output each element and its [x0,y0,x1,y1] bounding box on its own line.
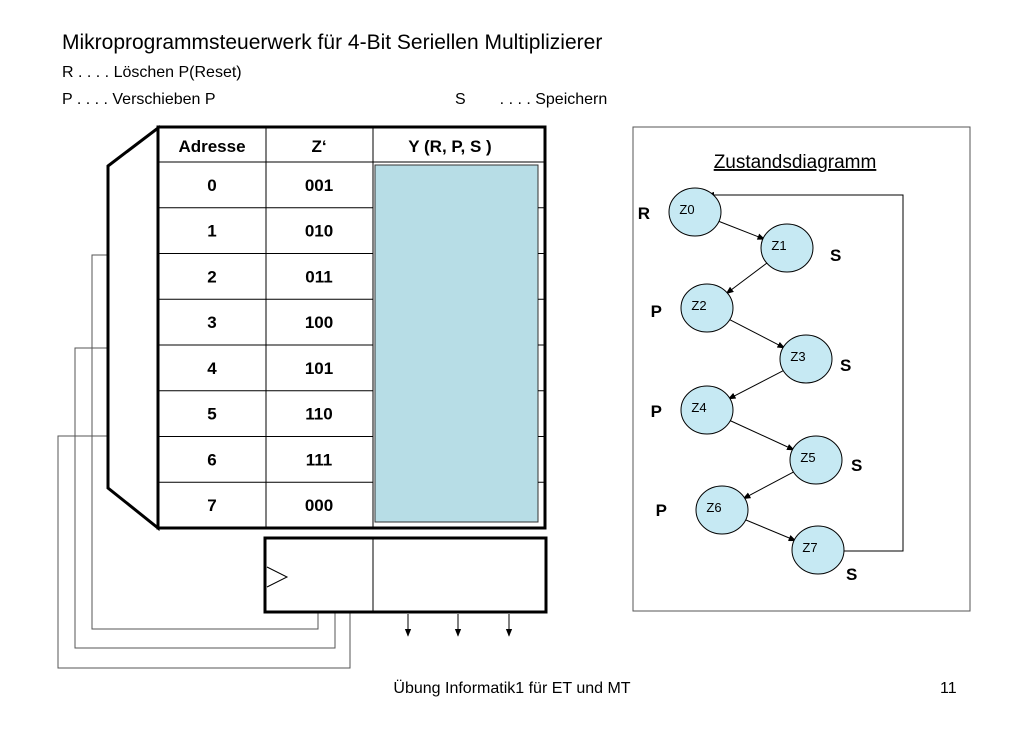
state-label: Z1 [771,238,786,253]
state-output-label: S [840,356,851,375]
transition-z4-z5 [728,419,795,451]
cell-next-state: 110 [305,405,332,424]
transition-z1-z2 [725,261,769,295]
state-circle [791,525,845,575]
table-row: 4 101 [207,359,333,378]
transition-z5-z6 [742,470,796,500]
output-arrows [404,614,513,637]
state-node: Z7S [791,525,857,584]
table-row: 1 010 [207,222,333,241]
state-circle [760,223,814,273]
state-label: Z2 [691,298,706,313]
state-node: Z4 P [651,385,734,435]
feedback-wire-3 [57,435,351,669]
state-output-label: P [651,302,662,321]
state-node: Z1S [760,223,841,273]
state-node: Z3 S [779,334,851,384]
table-row: 3 100 [207,313,333,332]
feedback-wire-2 [74,347,336,649]
cell-adresse: 4 [207,359,217,378]
feedback-wire-1 [91,254,319,630]
state-node: Z6 P [656,485,749,535]
transition-z2-z3 [728,318,786,349]
cell-next-state: 000 [305,496,333,515]
state-circle [779,334,833,384]
state-circle [680,385,734,435]
header-y-output: Y (R, P, S ) [408,137,491,156]
state-circle [695,485,749,535]
page-number: 11 [940,680,957,697]
state-output-label: S [851,456,862,475]
transition-z0-z1 [717,220,766,240]
legend-store-key: S [455,91,466,108]
cell-adresse: 2 [207,267,216,286]
legend-store-text: . . . . Speichern [499,91,608,108]
state-register [263,536,548,614]
state-diagram-title: Zustandsdiagramm [714,152,877,173]
cell-next-state: 010 [305,222,333,241]
state-label: Z0 [679,202,694,217]
state-output-label: P [651,402,662,421]
table-row: 6 111 [207,450,332,469]
state-label: Z7 [802,540,817,555]
register-box [263,536,548,614]
footer-text: Übung Informatik1 für ET und MT [393,680,631,697]
feedback-wires [57,254,351,669]
table-row: 5 110 [207,405,332,424]
legend-store: S . . . . Speichern [455,91,607,109]
cell-next-state: 011 [305,267,332,286]
state-node: Z2 P [651,283,734,333]
legend-shift: P . . . . Verschieben P [62,91,216,108]
page-title: Mikroprogrammsteuerwerk für 4-Bit Seriel… [62,31,603,54]
address-decoder [106,124,160,532]
state-circle [789,435,843,485]
cell-adresse: 0 [207,176,216,195]
transition-z3-z4 [727,369,785,400]
state-output-label: R [638,204,650,223]
legend-reset: R . . . . Löschen P(Reset) [62,64,242,81]
transition-z7-z0 [706,191,904,552]
state-node: Z5 S [789,435,862,485]
cell-adresse: 7 [207,496,216,515]
cell-next-state: 001 [305,176,333,195]
cell-next-state: 100 [305,313,333,332]
state-label: Z5 [800,450,815,465]
state-label: Z3 [790,349,805,364]
header-next-state: Z‘ [311,137,326,156]
state-output-label: S [846,565,857,584]
state-label: Z4 [691,400,706,415]
cell-adresse: 6 [207,450,216,469]
clock-input-icon [266,566,289,588]
state-circle [680,283,734,333]
y-output-fill [374,164,539,523]
state-node: Z0 R [638,187,722,237]
transition-z6-z7 [743,518,797,542]
cell-next-state: 101 [305,359,333,378]
state-circle [668,187,722,237]
table-row: 0 001 [207,176,333,195]
state-output-label: P [656,501,667,520]
state-output-label: S [830,246,841,265]
cell-adresse: 3 [207,313,216,332]
transitions [717,220,797,542]
state-label: Z6 [706,500,721,515]
table-row: 7 000 [207,496,333,515]
header-adresse: Adresse [178,137,245,156]
cell-next-state: 111 [306,450,333,469]
cell-adresse: 5 [207,405,216,424]
cell-adresse: 1 [207,222,216,241]
